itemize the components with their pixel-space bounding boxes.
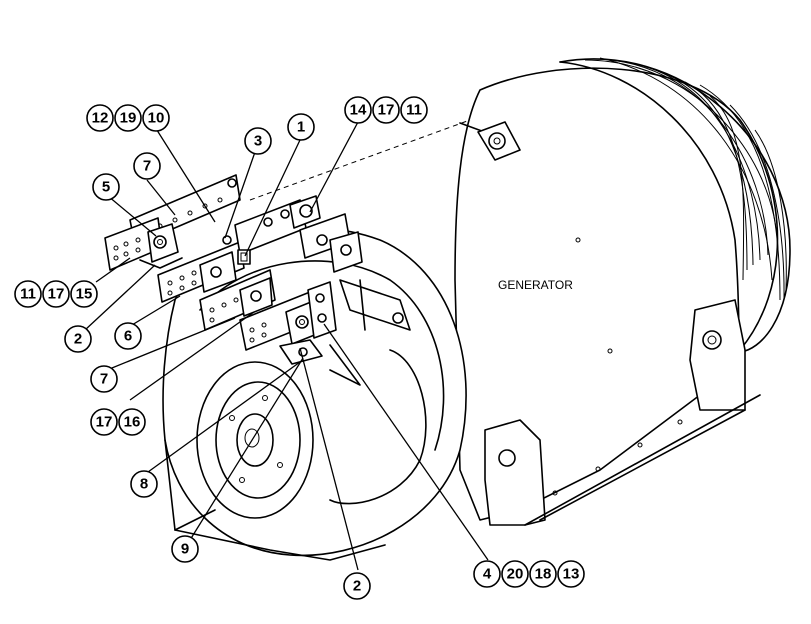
callout-label: 6: [124, 328, 132, 345]
callout-4: 4: [473, 560, 501, 588]
callout-19: 19: [114, 104, 142, 132]
callout-label: 15: [76, 286, 93, 303]
callout-11-top: 11: [400, 96, 428, 124]
callout-label: 7: [143, 158, 151, 175]
callout-11-left: 11: [14, 280, 42, 308]
callout-17-top: 17: [372, 96, 400, 124]
callout-13: 13: [557, 560, 585, 588]
callout-2-bottom: 2: [343, 572, 371, 600]
callout-5: 5: [92, 173, 120, 201]
callout-label: 13: [563, 566, 580, 583]
callout-2-left: 2: [64, 325, 92, 353]
callout-label: 8: [140, 476, 148, 493]
callout-label: 5: [102, 179, 110, 196]
callout-label: 12: [92, 110, 109, 127]
callout-1: 1: [287, 113, 315, 141]
callout-label: 19: [120, 110, 137, 127]
callout-label: 3: [254, 133, 262, 150]
callout-label: 11: [20, 286, 36, 303]
callout-label: 16: [124, 414, 141, 431]
callout-10: 10: [142, 104, 170, 132]
generator-body: GENERATOR: [249, 57, 791, 526]
callout-16: 16: [118, 408, 146, 436]
callout-17-lower: 17: [90, 408, 118, 436]
callout-15: 15: [70, 280, 98, 308]
callout-label: 7: [100, 371, 108, 388]
callout-20: 20: [501, 560, 529, 588]
callout-label: 11: [406, 102, 422, 119]
callout-14: 14: [344, 96, 372, 124]
cooling-fins: [559, 57, 791, 353]
callout-18: 18: [529, 560, 557, 588]
generator-label: GENERATOR: [498, 278, 573, 292]
callout-label: 4: [483, 566, 492, 583]
callout-label: 1: [297, 119, 305, 136]
callout-label: 2: [74, 331, 82, 348]
callout-6: 6: [114, 322, 142, 350]
callout-8: 8: [130, 470, 158, 498]
callout-label: 9: [181, 541, 189, 558]
callout-label: 17: [378, 102, 395, 119]
callout-label: 14: [350, 102, 367, 119]
callout-label: 18: [535, 566, 552, 583]
leader-lines: [84, 121, 489, 571]
callout-7-lower: 7: [90, 365, 118, 393]
callout-9: 9: [171, 535, 199, 563]
callout-12: 12: [86, 104, 114, 132]
callout-label: 17: [48, 286, 65, 303]
callout-label: 17: [96, 414, 113, 431]
callout-label: 10: [148, 110, 165, 127]
callout-7-top: 7: [133, 152, 161, 180]
callout-17-left: 17: [42, 280, 70, 308]
callout-label: 2: [353, 578, 361, 595]
callout-3: 3: [244, 127, 272, 155]
callout-label: 20: [507, 566, 524, 583]
flywheel-hub: [196, 361, 314, 519]
